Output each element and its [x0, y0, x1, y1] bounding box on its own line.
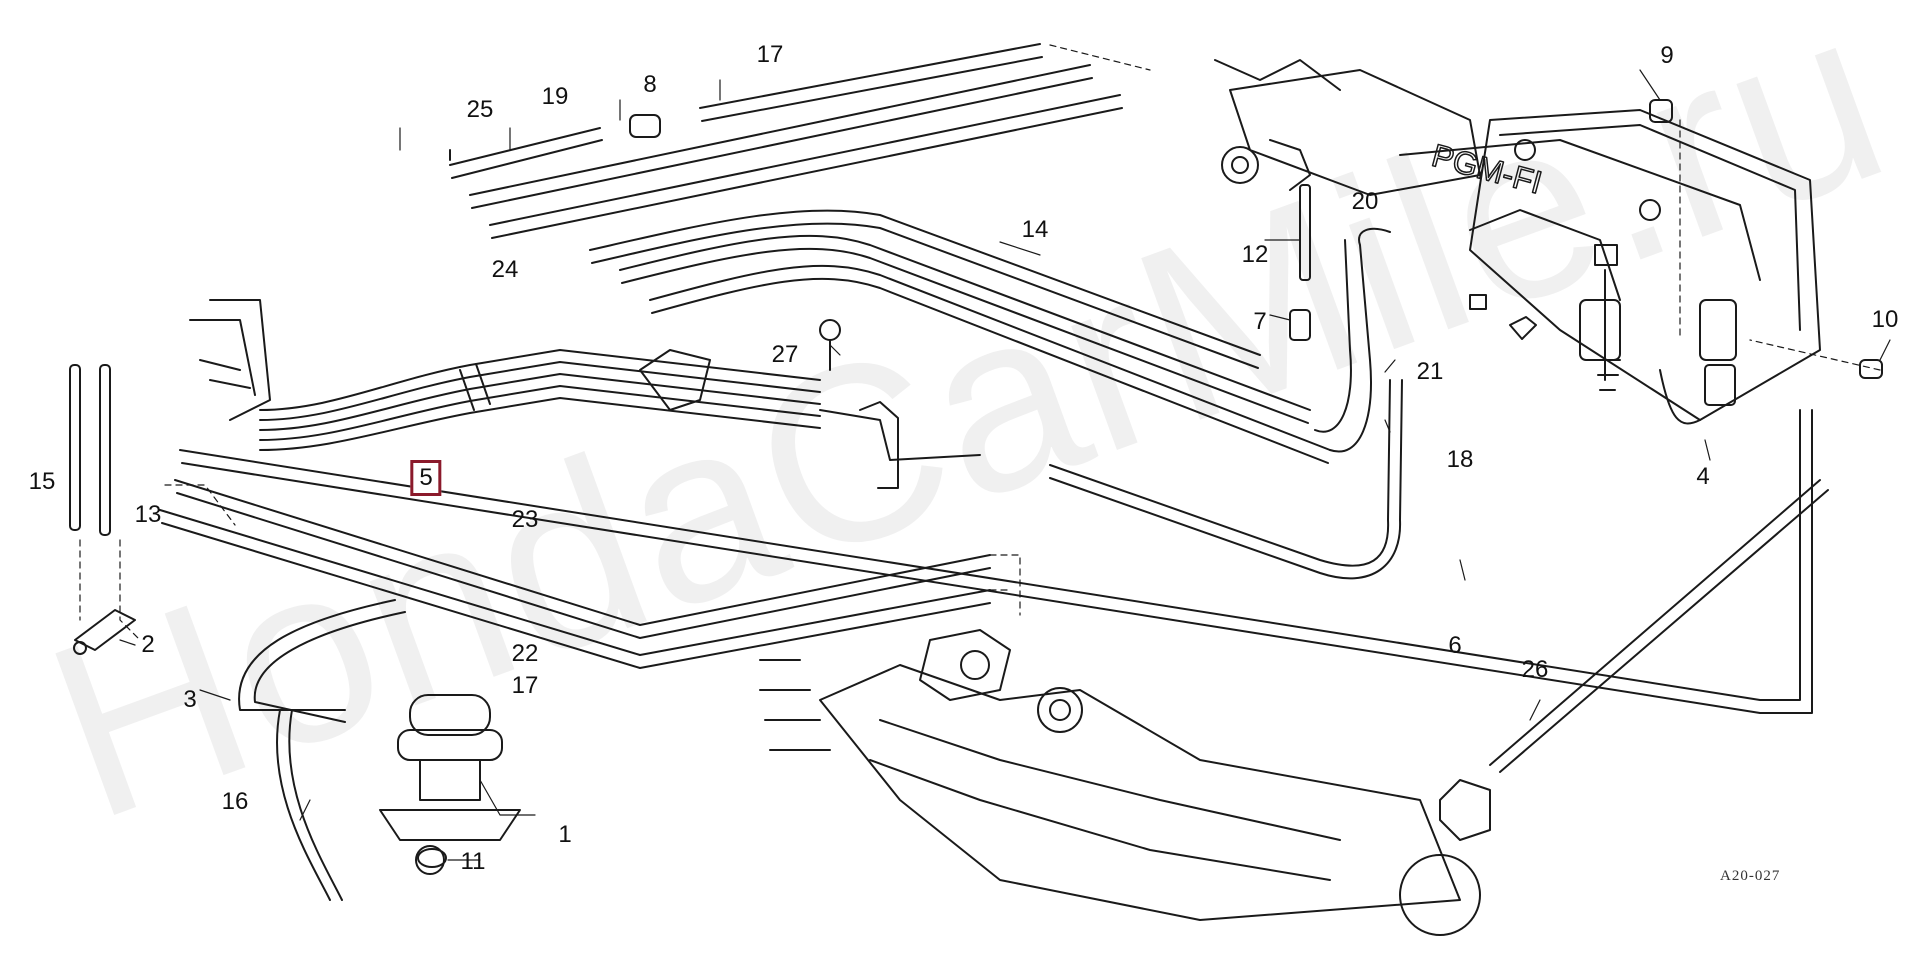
callout-19: 19	[541, 83, 569, 110]
callout-17-top: 17	[756, 41, 784, 68]
callout-14: 14	[1021, 216, 1049, 243]
callout-20: 20	[1351, 188, 1379, 215]
callout-21: 21	[1416, 358, 1444, 385]
callout-26: 26	[1521, 656, 1549, 683]
callout-6: 6	[1448, 632, 1462, 659]
engine-block: PGM-FI	[1214, 59, 1821, 421]
callout-7: 7	[1253, 308, 1267, 335]
callout-5-selected[interactable]: 5	[410, 460, 442, 496]
callout-22: 22	[511, 640, 539, 667]
callout-2: 2	[141, 631, 155, 658]
callout-1: 1	[558, 821, 572, 848]
small-fittings	[73, 114, 1311, 868]
callout-9: 9	[1660, 42, 1674, 69]
tube-bundle-part-5	[189, 299, 981, 489]
callout-12: 12	[1241, 241, 1269, 268]
intake-manifold	[759, 629, 1491, 936]
callout-24: 24	[491, 256, 519, 283]
callout-4: 4	[1696, 463, 1710, 490]
control-valve-part-1	[379, 694, 521, 875]
callout-10: 10	[1871, 306, 1899, 333]
callout-25: 25	[466, 96, 494, 123]
callout-leaders	[119, 69, 1891, 861]
callout-23: 23	[511, 506, 539, 533]
callout-27: 27	[771, 341, 799, 368]
figure-code: A20-027	[1720, 868, 1781, 884]
hoses	[69, 43, 1883, 901]
callout-15: 15	[28, 468, 56, 495]
callout-13: 13	[134, 501, 162, 528]
leader-lines	[79, 44, 1881, 641]
callout-17-bottom: 17	[511, 672, 539, 699]
callout-18: 18	[1446, 446, 1474, 473]
callout-16: 16	[221, 788, 249, 815]
callout-11: 11	[460, 848, 486, 875]
callout-8: 8	[643, 71, 657, 98]
callout-3: 3	[183, 686, 197, 713]
